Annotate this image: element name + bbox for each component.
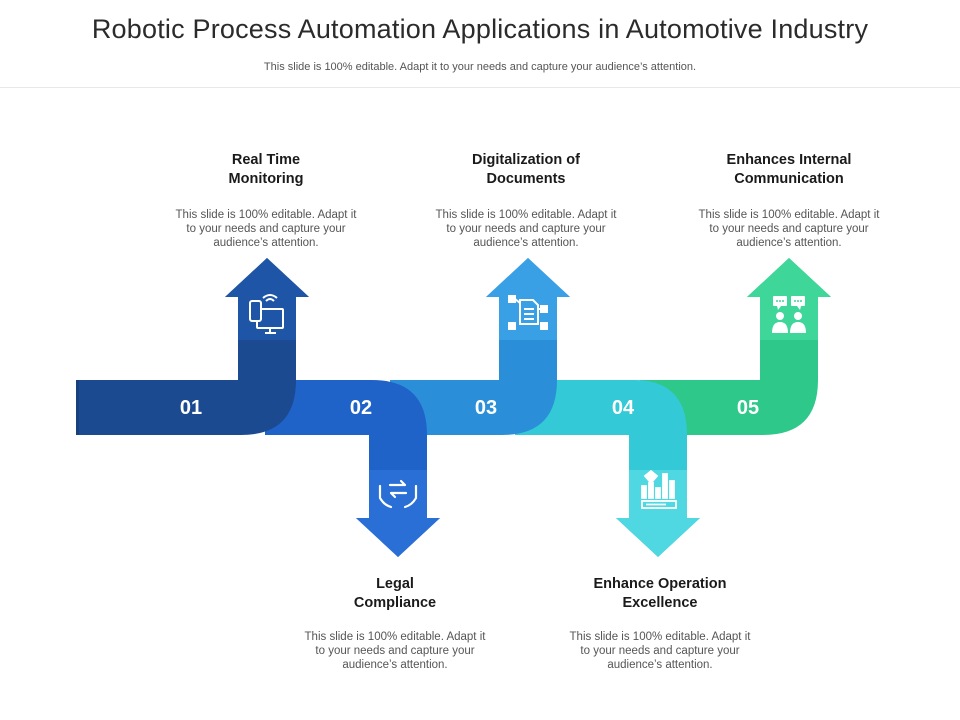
step-05-title-line2: Communication [734,171,844,187]
step-02-title: Legal Compliance [300,575,490,613]
page-subtitle: This slide is 100% editable. Adapt it to… [263,61,697,73]
step-04-description: This slide is 100% editable. Adapt it to… [569,631,751,671]
step-02-description: This slide is 100% editable. Adapt it to… [304,631,486,671]
step-01-title-line2: Monitoring [228,171,304,187]
step-01-title: Real Time Monitoring [171,151,361,189]
step-05-title: Enhances Internal Communication [694,151,884,189]
page-title: Robotic Process Automation Applications … [91,14,869,44]
step-04-title-line2: Excellence [622,595,698,611]
step-04-title-line1: Enhance Operation [593,576,727,592]
step-03-title: Digitalization of Documents [431,151,621,189]
step-01-description: This slide is 100% editable. Adapt it to… [175,209,357,249]
header-divider [0,87,960,88]
step-02-title-line2: Compliance [353,595,437,611]
step-05-band-top [747,258,831,340]
step-03-title-line1: Digitalization of [472,152,580,168]
step-01-number: 01 [179,397,203,419]
band-start-edge [76,380,79,435]
step-02-title-line1: Legal [376,576,414,592]
hands-exchange-icon [378,479,418,509]
step-04-number: 04 [611,397,635,419]
step-03-number: 03 [474,397,498,419]
step-04-band-tip [616,470,700,557]
step-03-description: This slide is 100% editable. Adapt it to… [435,209,617,249]
step-02-band-tip [356,470,440,557]
monitor-wifi-icon [249,294,284,334]
document-network-icon [508,295,548,330]
step-05-number: 05 [736,397,760,419]
step-05-title-line1: Enhances Internal [726,152,852,168]
step-03-title-line2: Documents [486,171,566,187]
diamond-chart-icon [641,469,677,509]
step-04-title: Enhance Operation Excellence [565,575,755,613]
step-01-title-line1: Real Time [231,152,301,168]
step-02-number: 02 [349,397,373,419]
step-05-description: This slide is 100% editable. Adapt it to… [698,209,880,249]
